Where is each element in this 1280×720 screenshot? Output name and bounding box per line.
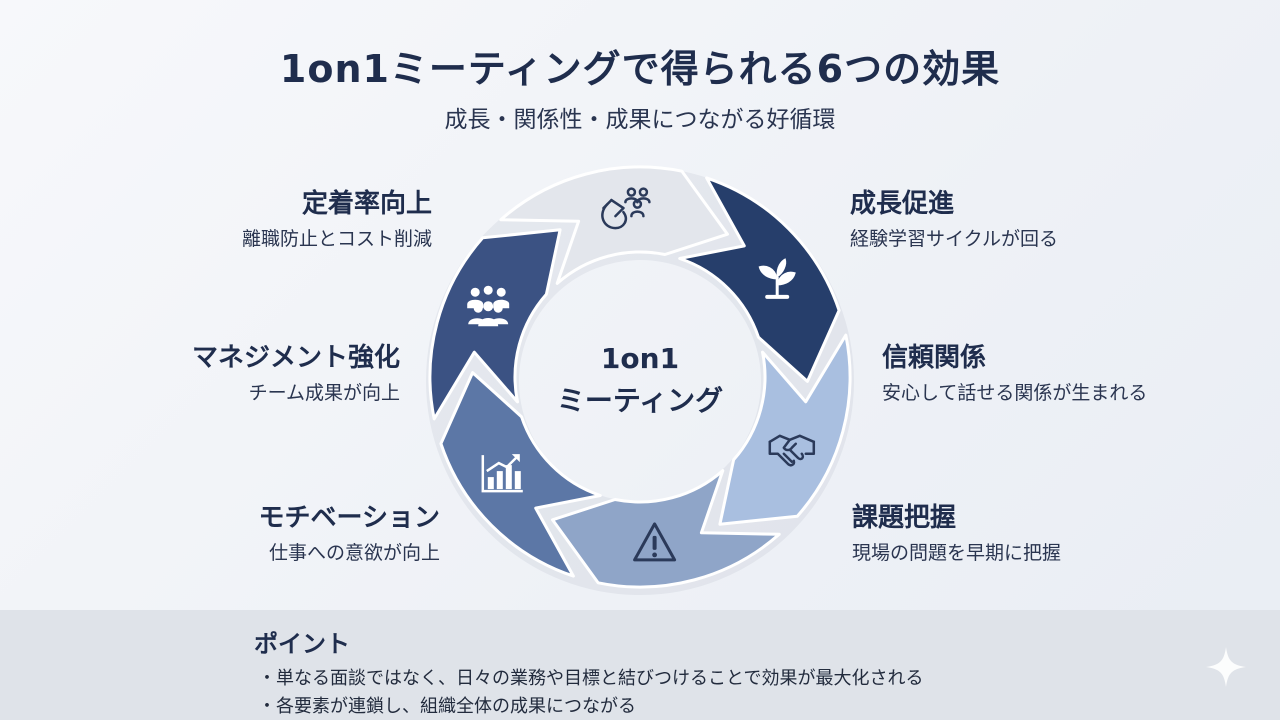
label-retention: 定着率向上 離職防止とコスト削減 — [52, 186, 432, 254]
label-trust-title: 信頼関係 — [882, 343, 987, 373]
segment-growth — [678, 176, 841, 383]
label-growth: 成長促進 経験学習サイクルが回る — [850, 186, 1230, 254]
label-growth-title: 成長促進 — [850, 189, 955, 219]
cycle-center-label: 1on1 ミーティング — [540, 338, 740, 422]
magnet-people-icon — [601, 187, 651, 230]
team-icon — [467, 285, 510, 327]
label-management-title: マネジメント強化 — [191, 343, 400, 373]
handshake-icon — [768, 434, 816, 467]
segment-issues — [551, 469, 781, 589]
segment-trust — [718, 333, 852, 526]
segment-retention — [499, 165, 729, 285]
footer-panel: ポイント ・単なる面談ではなく、日々の業務や目標と結びつけることで効果が最大化さ… — [0, 610, 1280, 720]
footer-bullet: ・各要素が連鎖し、組織全体の成果につながる — [258, 696, 636, 717]
label-issues: 課題把握 現場の問題を早期に把握 — [852, 500, 1232, 568]
label-motivation: モチベーション 仕事への意欲が向上 — [60, 500, 440, 568]
label-retention-title: 定着率向上 — [301, 189, 432, 219]
center-line2: ミーティング — [556, 384, 724, 417]
label-trust-desc: 安心して話せる関係が生まれる — [882, 382, 1148, 404]
label-issues-desc: 現場の問題を早期に把握 — [852, 542, 1062, 564]
label-issues-title: 課題把握 — [852, 503, 957, 533]
page-title: 1on1ミーティングで得られる6つの効果 — [279, 47, 1001, 91]
label-motivation-title: モチベーション — [258, 503, 440, 533]
sprout-icon — [758, 258, 796, 299]
page-subtitle: 成長・関係性・成果につながる好循環 — [444, 107, 836, 133]
label-trust: 信頼関係 安心して話せる関係が生まれる — [882, 340, 1262, 408]
label-growth-desc: 経験学習サイクルが回る — [850, 228, 1059, 250]
label-retention-desc: 離職防止とコスト削減 — [241, 228, 432, 250]
sparkle-icon — [1206, 647, 1246, 687]
label-management-desc: チーム成果が向上 — [248, 382, 400, 404]
center-line1: 1on1 — [600, 342, 680, 375]
growth-chart-icon — [481, 454, 523, 493]
label-motivation-desc: 仕事への意欲が向上 — [268, 542, 440, 564]
warning-icon — [633, 522, 677, 562]
label-management: マネジメント強化 チーム成果が向上 — [20, 340, 400, 408]
footer-title: ポイント — [254, 630, 350, 658]
footer-bullet: ・単なる面談ではなく、日々の業務や目標と結びつけることで効果が最大化される — [258, 668, 924, 689]
